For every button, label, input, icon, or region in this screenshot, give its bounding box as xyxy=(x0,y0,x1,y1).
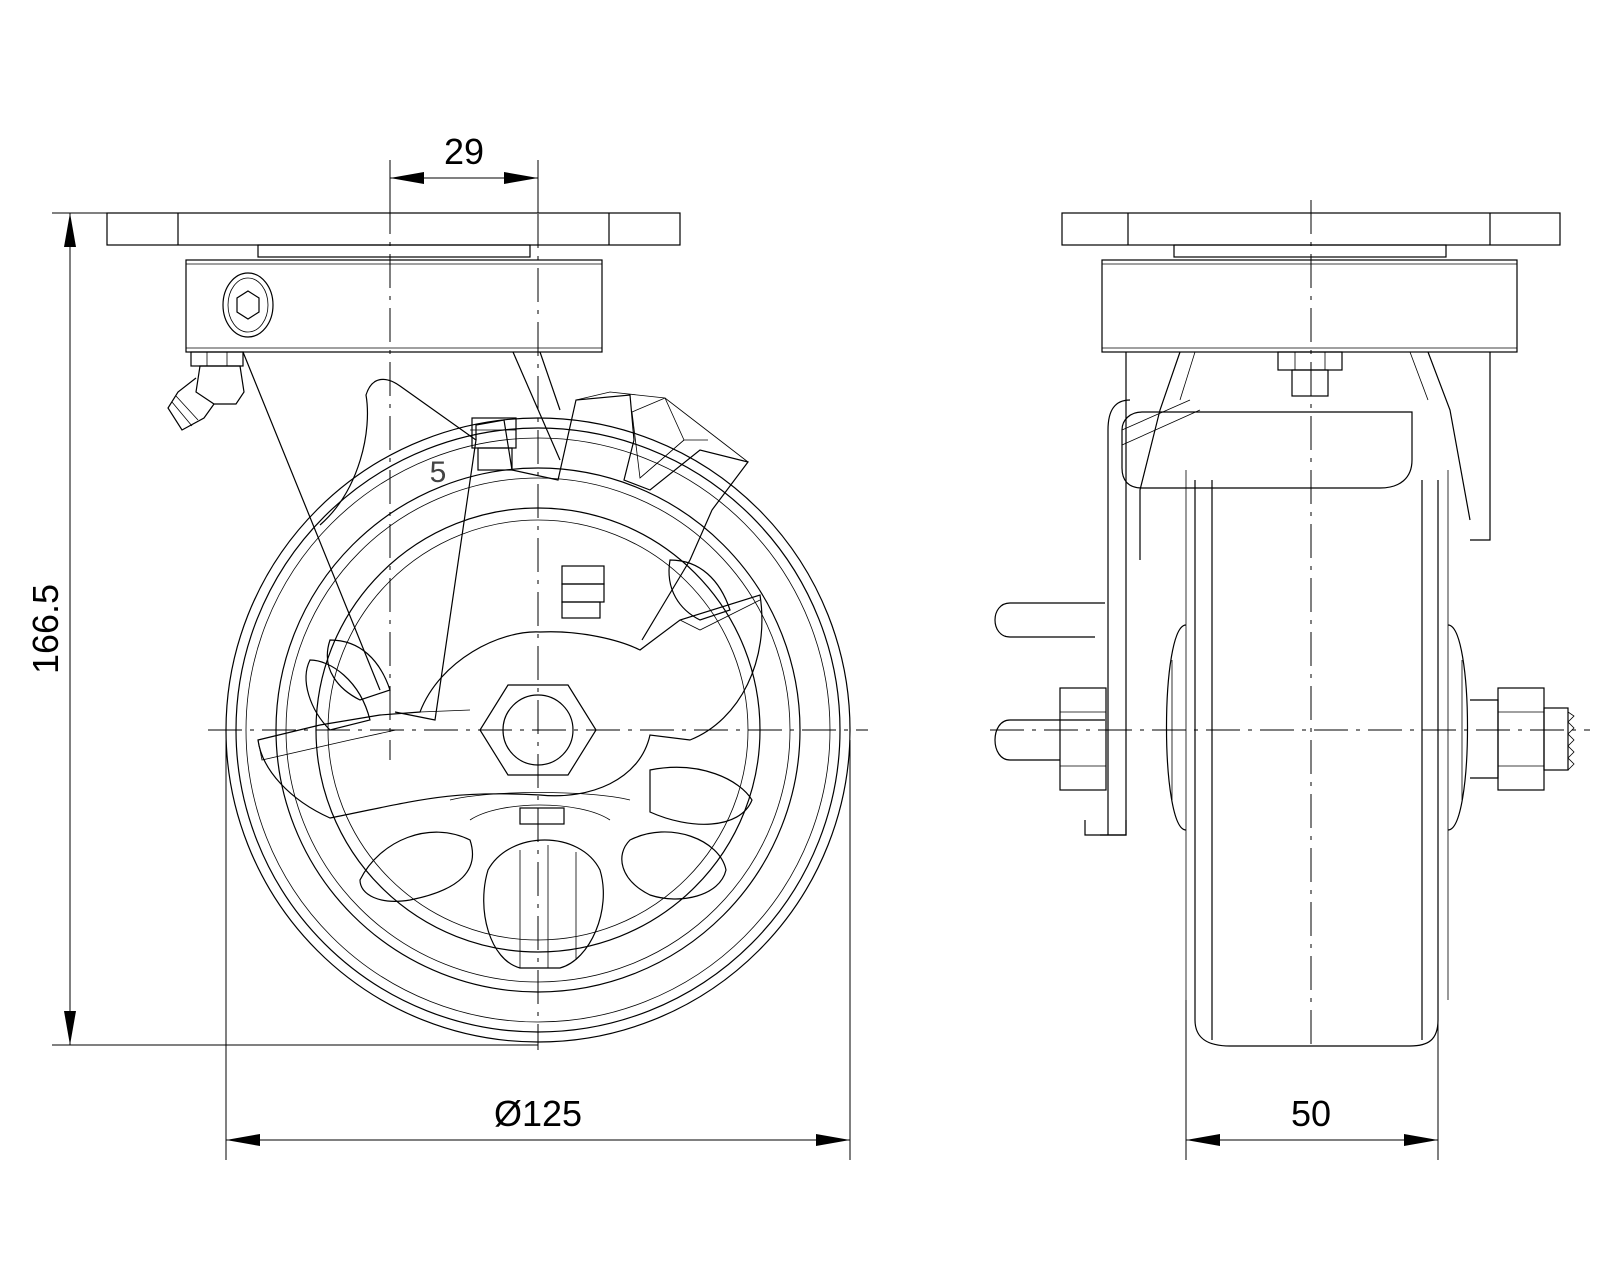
swivel-housing-side xyxy=(1101,259,1518,353)
brake-pedal-front xyxy=(257,594,763,819)
fork-side xyxy=(1100,351,1491,836)
dimension-width-label: 50 xyxy=(1291,1093,1331,1134)
brake-tab-side xyxy=(994,602,1127,836)
top-plate-front xyxy=(106,212,681,258)
hex-socket-screw-icon xyxy=(222,272,274,338)
dimension-offset-label: 29 xyxy=(444,131,484,172)
grease-nipple-icon xyxy=(167,351,245,431)
dimension-diameter-label: Ø125 xyxy=(494,1093,582,1134)
front-view: 5 xyxy=(106,160,868,1050)
wheel-rim-spokes xyxy=(305,559,753,969)
axle-nut-side xyxy=(1470,687,1575,791)
dimension-height-label: 166.5 xyxy=(25,584,66,674)
dimension-diameter: Ø125 xyxy=(225,740,851,1160)
part-mark: 5 xyxy=(430,456,447,489)
dimension-offset: 29 xyxy=(389,131,539,213)
swivel-housing-front xyxy=(185,259,603,353)
dimension-width: 50 xyxy=(1185,1000,1439,1160)
dimension-height: 166.5 xyxy=(25,212,538,1046)
wheel-side xyxy=(1165,470,1469,1047)
brake-lever-front xyxy=(319,378,750,721)
brake-bracket-side xyxy=(1107,351,1413,835)
side-view xyxy=(990,200,1590,1050)
fork-leg-front xyxy=(242,351,561,691)
